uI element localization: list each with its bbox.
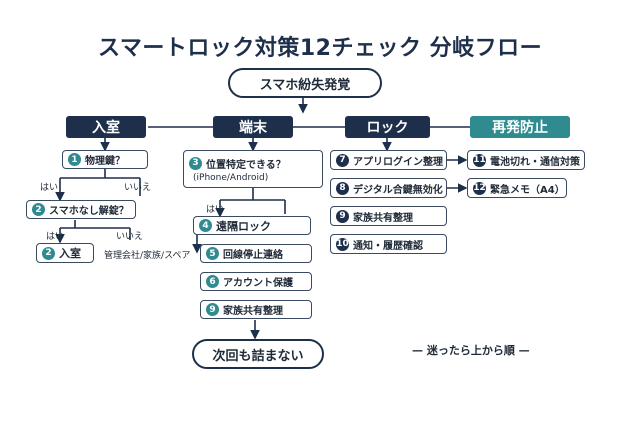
device-s9-number: 9 — [206, 303, 219, 316]
q1-number: 1 — [68, 153, 81, 166]
s6-label: アカウント保護 — [223, 278, 293, 289]
footer-note: — 迷ったら上から順 — — [412, 344, 530, 357]
s10-label: 通知・履歴確認 — [353, 240, 423, 252]
lock-s10-node: 10 通知・履歴確認 — [330, 234, 447, 254]
enter-number: 2 — [42, 246, 55, 260]
q3-branch-line — [219, 188, 286, 214]
entry-q2-node: 2 スマホなし解錠？ — [26, 200, 136, 219]
lock-s8-node: 8 デジタル合鍵無効化 — [330, 178, 447, 198]
s8-number: 8 — [336, 181, 349, 195]
s7-label: アプリログイン整理 — [353, 156, 443, 168]
q3-yes-label: はい — [206, 205, 225, 215]
header-device: 端末 — [213, 116, 293, 138]
entry-q1-node: 1 物理鍵？ — [62, 150, 148, 169]
s4-number: 4 — [199, 219, 212, 232]
q1-no-label: いいえ — [124, 183, 152, 193]
header-prevent: 再発防止 — [470, 116, 570, 138]
q1-label: 物理鍵？ — [85, 156, 125, 167]
end-node: 次回も詰まない — [192, 339, 324, 369]
s10-number: 10 — [336, 237, 349, 251]
device-q3-node: 3 位置特定できる？ (iPhone/Android) — [183, 150, 323, 188]
q2-branch-line — [59, 220, 131, 240]
device-s5-node: 5 回線停止連絡 — [200, 244, 312, 263]
lock-s7-node: 7 アプリログイン整理 — [330, 150, 447, 170]
enter-label: 入室 — [59, 247, 81, 260]
q1-branch-line — [59, 168, 141, 196]
s11-number: 11 — [473, 153, 486, 167]
s5-number: 5 — [206, 247, 219, 260]
s12-number: 12 — [473, 181, 486, 195]
device-s9-node: 9 家族共有整理 — [200, 300, 312, 319]
s7-number: 7 — [336, 153, 349, 167]
lock-s9-number: 9 — [336, 209, 349, 223]
start-label: スマホ紛失発覚 — [259, 77, 351, 93]
q2-label: スマホなし解錠？ — [49, 206, 129, 217]
q2-no-label: いいえ — [116, 232, 144, 242]
header-lock: ロック — [345, 116, 430, 138]
lock-s9-label: 家族共有整理 — [353, 212, 413, 224]
entry-enter-node: 2 入室 — [36, 243, 94, 263]
device-s6-node: 6 アカウント保護 — [200, 272, 312, 291]
device-s4-node: 4 遠隔ロック — [193, 216, 311, 235]
q3-number: 3 — [189, 156, 202, 170]
prevent-s12-node: 12 緊急メモ（A4） — [467, 178, 567, 198]
s8-label: デジタル合鍵無効化 — [353, 184, 443, 196]
end-label: 次回も詰まない — [212, 348, 304, 364]
s6-number: 6 — [206, 275, 219, 288]
lock-s9-node: 9 家族共有整理 — [330, 206, 447, 226]
entry-note: 管理会社/家族/スペア — [104, 251, 191, 261]
prevent-s11-node: 11 電池切れ・通信対策 — [467, 150, 585, 170]
q3-sub-label: (iPhone/Android) — [193, 172, 269, 183]
s4-label: 遠隔ロック — [216, 219, 271, 233]
s12-label: 緊急メモ（A4） — [490, 184, 565, 196]
page-title: スマートロック対策12チェック 分岐フロー — [98, 36, 543, 61]
header-entry: 入室 — [66, 116, 146, 138]
q1-yes-label: はい — [40, 183, 59, 193]
device-s9-label: 家族共有整理 — [223, 306, 283, 317]
start-node: スマホ紛失発覚 — [228, 68, 382, 98]
q3-label: 位置特定できる？ — [206, 159, 286, 171]
s5-label: 回線停止連絡 — [223, 250, 283, 261]
q2-number: 2 — [32, 203, 45, 216]
s11-label: 電池切れ・通信対策 — [490, 156, 580, 168]
q2-yes-label: はい — [46, 232, 65, 242]
